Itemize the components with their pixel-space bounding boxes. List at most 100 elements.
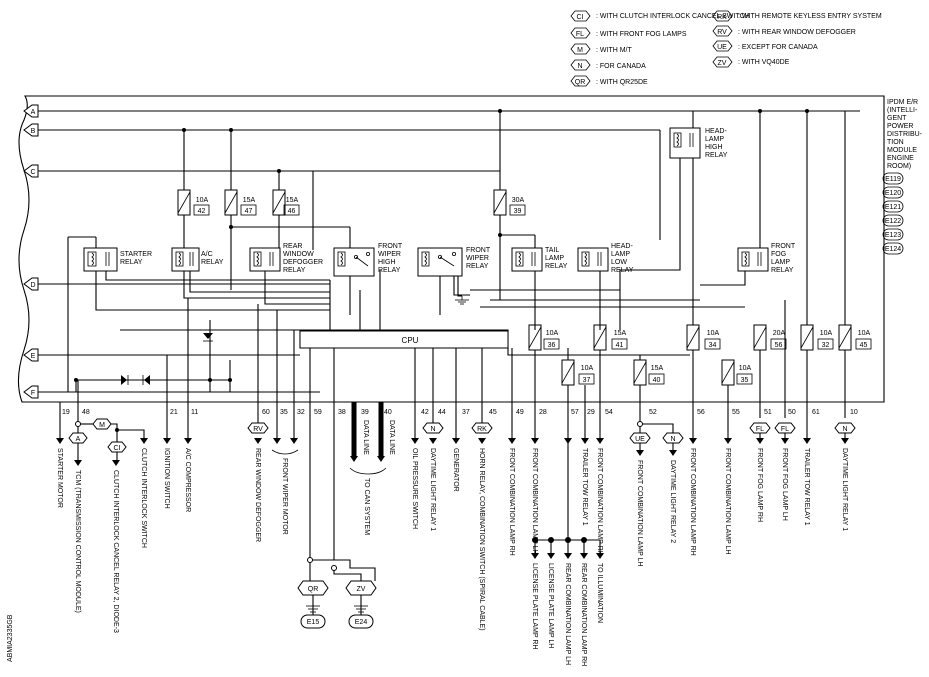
svg-text:19: 19 xyxy=(62,409,70,416)
svg-text:41: 41 xyxy=(616,342,624,349)
svg-text:RELAY: RELAY xyxy=(771,267,794,274)
svg-text:42: 42 xyxy=(421,409,429,416)
junction-dots xyxy=(74,109,809,382)
ground-e15: E15 xyxy=(300,605,326,629)
svg-text:DATA LINE: DATA LINE xyxy=(362,420,369,455)
svg-text:RELAY: RELAY xyxy=(705,152,728,159)
svg-text:54: 54 xyxy=(605,409,613,416)
option-n-3: N xyxy=(834,422,856,434)
dest-ac-compressor: A/C COMPRESSOR xyxy=(184,448,191,512)
svg-text:RV: RV xyxy=(717,29,727,36)
option-ue: UE xyxy=(629,432,651,444)
svg-text:: WITH VQ40DE: : WITH VQ40DE xyxy=(738,59,790,66)
ground-e24: E24 xyxy=(348,605,374,629)
bus-drops xyxy=(67,111,846,392)
dest-starter-motor: STARTER MOTOR xyxy=(56,448,63,508)
svg-text:55: 55 xyxy=(732,409,740,416)
svg-text:FL: FL xyxy=(756,426,764,433)
output-wires xyxy=(59,298,846,560)
svg-text:15A: 15A xyxy=(651,365,664,372)
bus-lines xyxy=(36,110,860,393)
svg-text:RK: RK xyxy=(717,14,727,21)
svg-text:10A: 10A xyxy=(707,330,720,337)
svg-text:10A: 10A xyxy=(739,365,752,372)
svg-text:10A: 10A xyxy=(546,330,559,337)
svg-text:RV: RV xyxy=(253,426,263,433)
legend-item-rk: RK : WITH REMOTE KEYLESS ENTRY SYSTEM xyxy=(712,10,882,22)
svg-text:47: 47 xyxy=(245,208,253,215)
lamp-junction-dots xyxy=(532,537,587,543)
dest-can-system: TO CAN SYSTEM xyxy=(363,478,370,535)
option-zv: ZV xyxy=(345,580,377,596)
legend-item-zv: ZV: WITH VQ40DE xyxy=(712,56,790,68)
option-junction-dots xyxy=(75,421,643,571)
legend-item-m: M: WITH M/T xyxy=(570,43,632,55)
legend-item-n: N: FOR CANADA xyxy=(570,59,646,71)
svg-text:M: M xyxy=(99,422,105,429)
svg-text:21: 21 xyxy=(170,409,178,416)
svg-text:HIGH: HIGH xyxy=(378,259,396,266)
bus-f-marker: F xyxy=(23,385,39,399)
svg-text:M: M xyxy=(577,47,583,54)
svg-text:28: 28 xyxy=(539,409,547,416)
svg-text:FRONT: FRONT xyxy=(466,247,491,254)
svg-text:10A: 10A xyxy=(858,330,871,337)
svg-text:E120: E120 xyxy=(885,190,901,197)
legend-item-qr: QR: WITH QR25DE xyxy=(570,75,648,87)
svg-text:TAIL: TAIL xyxy=(545,247,559,254)
svg-text:39: 39 xyxy=(514,208,522,215)
svg-text:35: 35 xyxy=(280,409,288,416)
svg-text:LAMP: LAMP xyxy=(611,251,630,258)
svg-text:E15: E15 xyxy=(307,619,320,626)
svg-text:10A: 10A xyxy=(196,197,209,204)
svg-text:HEAD-: HEAD- xyxy=(705,128,727,135)
svg-text:15A: 15A xyxy=(286,197,299,204)
svg-text:44: 44 xyxy=(438,409,446,416)
svg-text:: WITH REMOTE KEYLESS ENTRY SY: : WITH REMOTE KEYLESS ENTRY SYSTEM xyxy=(738,13,882,20)
svg-text:GENT: GENT xyxy=(887,115,907,122)
dest-to-illumination: TO ILLUMINATION xyxy=(596,563,603,623)
svg-text:LAMP: LAMP xyxy=(545,255,564,262)
svg-text:POWER: POWER xyxy=(887,123,913,130)
diode-1 xyxy=(203,333,213,342)
diode-2 xyxy=(121,375,129,385)
option-rk: RK xyxy=(471,422,493,434)
svg-text:TION: TION xyxy=(887,139,904,146)
svg-text:A: A xyxy=(76,436,81,443)
svg-text:D: D xyxy=(30,282,35,289)
dest-front-wiper-motor: FRONT WIPER MOTOR xyxy=(281,458,288,535)
svg-text:20A: 20A xyxy=(773,330,786,337)
ground-icon-internal xyxy=(455,296,469,305)
svg-text:15A: 15A xyxy=(614,330,627,337)
option-markers: A M CI RV N RK UE N FL FL N QR ZV xyxy=(68,418,856,596)
dest-tcm: TCM (TRANSMISSION CONTROL MODULE) xyxy=(74,470,81,613)
svg-text:HEAD-: HEAD- xyxy=(611,243,633,250)
dest-license-plate-lamp-lh: LICENSE PLATE LAMP LH xyxy=(547,563,554,648)
svg-text:45: 45 xyxy=(860,342,868,349)
svg-text:FL: FL xyxy=(576,31,584,38)
dest-front-combination-lamp-lh-1: FRONT COMBINATION LAMP LH xyxy=(531,448,538,555)
svg-text:37: 37 xyxy=(462,409,470,416)
module-label: IPDM E/R (INTELLI- GENT POWER DISTRIBU- … xyxy=(887,99,923,170)
svg-text:HIGH: HIGH xyxy=(705,144,723,151)
svg-text:48: 48 xyxy=(82,409,90,416)
svg-text:WINDOW: WINDOW xyxy=(283,251,314,258)
svg-text:CI: CI xyxy=(114,445,121,452)
dest-oil-pressure-switch: OIL PRESSURE SWITCH xyxy=(411,448,418,529)
dest-rear-window-defogger: REAR WINDOW DEFOGGER xyxy=(254,448,261,542)
legend-item-ue: UE: EXCEPT FOR CANADA xyxy=(712,40,818,52)
dest-front-fog-lamp-lh: FRONT FOG LAMP LH xyxy=(781,448,788,521)
option-ci: CI xyxy=(107,441,127,453)
bus-d-marker: D xyxy=(23,277,39,291)
svg-text:RELAY: RELAY xyxy=(466,263,489,270)
dest-clutch-interlock-switch: CLUTCH INTERLOCK SWITCH xyxy=(140,448,147,548)
svg-text:A: A xyxy=(31,109,36,116)
